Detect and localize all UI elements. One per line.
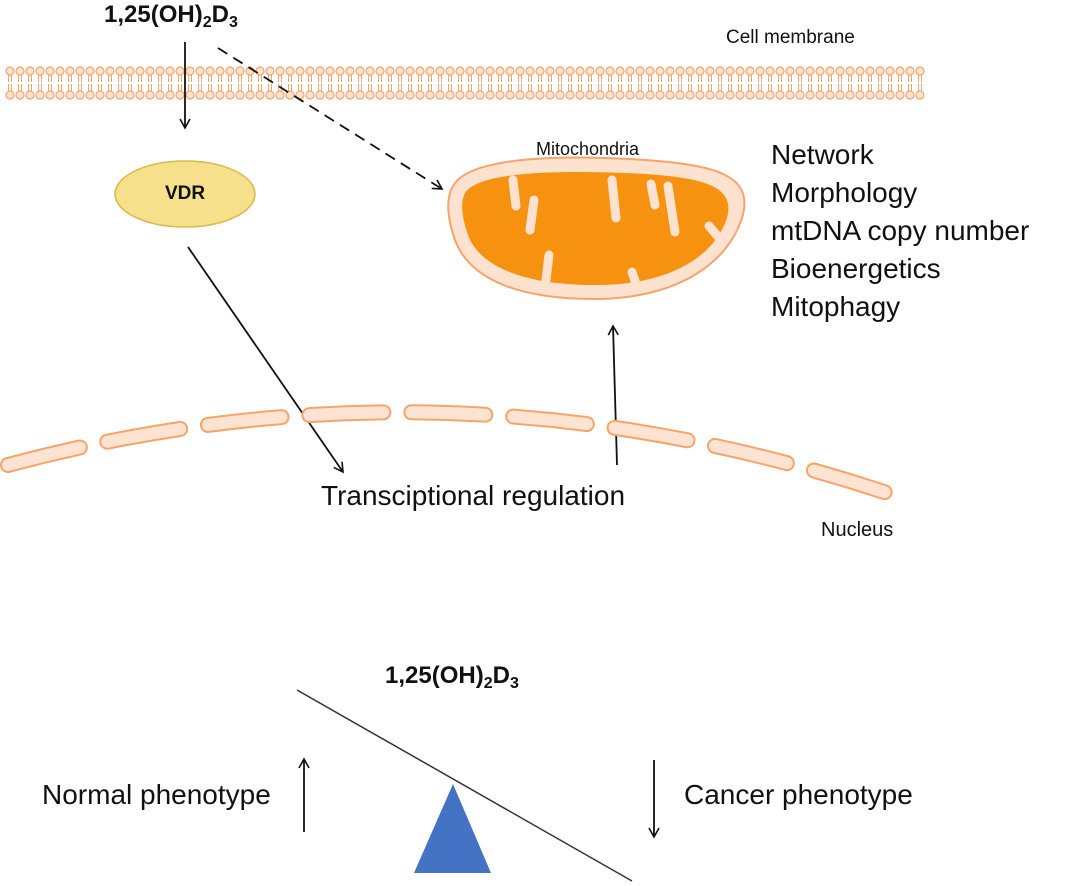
compound-subscript-3: 3 bbox=[509, 675, 519, 692]
effect-item: Morphology bbox=[771, 177, 918, 208]
seesaw-beam bbox=[296, 689, 633, 882]
arrow-vdr-to-nucleus bbox=[187, 246, 344, 474]
mitochondrial-effects-list: Network Morphology mtDNA copy number Bio… bbox=[771, 136, 1029, 326]
normal-phenotype-label: Normal phenotype bbox=[42, 779, 271, 810]
cancer-phenotype-label: Cancer phenotype bbox=[684, 779, 913, 810]
nucleus-label: Nucleus bbox=[821, 519, 894, 541]
cell-membrane-label: Cell membrane bbox=[726, 27, 855, 48]
arrow-nucleus-to-mitochondria bbox=[607, 324, 619, 466]
vdr-receptor-shape bbox=[114, 160, 256, 228]
transcription-label: Transciptional regulation bbox=[321, 480, 626, 511]
compound-label-seesaw: 1,25(OH)2D3 bbox=[385, 662, 519, 693]
compound-subscript-2: 2 bbox=[483, 675, 493, 692]
arrow-compound-to-mitochondria-dashed bbox=[217, 47, 444, 190]
cell-membrane-bilayer bbox=[5, 66, 925, 100]
compound-d: D bbox=[492, 662, 510, 689]
vdr-label: VDR bbox=[164, 183, 206, 204]
effect-item: Mitophagy bbox=[771, 291, 901, 322]
effect-item: mtDNA copy number bbox=[771, 215, 1030, 246]
compound-base: 1,25(OH) bbox=[385, 662, 484, 689]
seesaw-fulcrum bbox=[414, 784, 491, 873]
compound-label-top: 1,25(OH)2D3 bbox=[104, 1, 238, 32]
mitochondrion-icon bbox=[447, 156, 746, 301]
compound-subscript-2: 2 bbox=[202, 14, 212, 31]
compound-subscript-3: 3 bbox=[228, 14, 238, 31]
effect-item: Bioenergetics bbox=[771, 253, 941, 284]
nuclear-envelope-inner bbox=[2, 406, 908, 504]
compound-base: 1,25(OH) bbox=[104, 1, 203, 28]
mitochondria-label: Mitochondria bbox=[536, 139, 640, 159]
compound-d: D bbox=[211, 1, 229, 28]
effect-item: Network bbox=[771, 139, 874, 170]
